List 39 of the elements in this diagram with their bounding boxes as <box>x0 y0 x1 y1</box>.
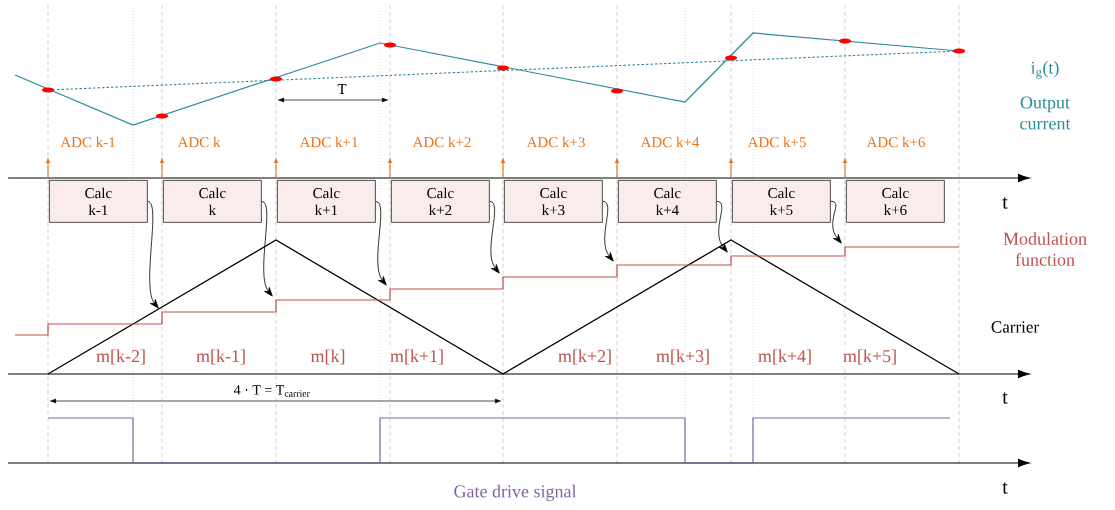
arrow <box>147 200 159 309</box>
arrow <box>261 200 273 297</box>
series-label: Modulation function <box>1003 232 1087 266</box>
calc-box: Calc k <box>163 180 262 223</box>
calc-box: Calc k+2 <box>391 180 490 223</box>
calc-box: Calc k+3 <box>504 180 603 223</box>
calc-box: Calc k+1 <box>277 180 376 223</box>
value-label: m[k+3] <box>654 348 712 366</box>
calc-box: Calc k+5 <box>732 180 831 223</box>
adc-label: ADC k-1 <box>59 135 117 149</box>
calc-box: Calc k+4 <box>618 180 717 223</box>
value-label: m[k+2] <box>556 348 614 366</box>
adc-label: ADC k+6 <box>865 135 927 149</box>
modulation-staircase <box>14 246 960 336</box>
arrow <box>489 200 500 274</box>
calc-box: Calc k-1 <box>49 180 148 223</box>
series-label: Carrier <box>991 321 1039 333</box>
arrow <box>375 200 387 286</box>
dimension-label: 4 · T = T$_{carrier}$ <box>232 384 312 398</box>
dimension-label: T <box>337 84 347 94</box>
arrow <box>716 200 728 253</box>
adc-label: ADC k+2 <box>411 135 473 149</box>
axis-label: t <box>1002 482 1008 494</box>
axis-label: t <box>1002 392 1008 404</box>
series-label: i$_{g}$(t) <box>1031 61 1059 79</box>
value-label: m[k+5] <box>841 348 899 366</box>
adc-label: ADC k+4 <box>639 135 701 149</box>
arrow <box>602 200 614 262</box>
axis-label: t <box>1002 197 1008 209</box>
adc-label: ADC k+3 <box>525 135 587 149</box>
series-label: Gate drive signal <box>454 484 577 502</box>
adc-label: ADC k+1 <box>298 135 360 149</box>
calc-box: Calc k+6 <box>846 180 945 223</box>
adc-label: ADC k <box>176 135 222 149</box>
adc-label: ADC k+5 <box>746 135 808 149</box>
value-label: m[k+4] <box>756 348 814 366</box>
arrow <box>830 200 842 244</box>
value-label: m[k+1] <box>388 348 446 366</box>
series-label: Output current <box>1020 96 1071 130</box>
